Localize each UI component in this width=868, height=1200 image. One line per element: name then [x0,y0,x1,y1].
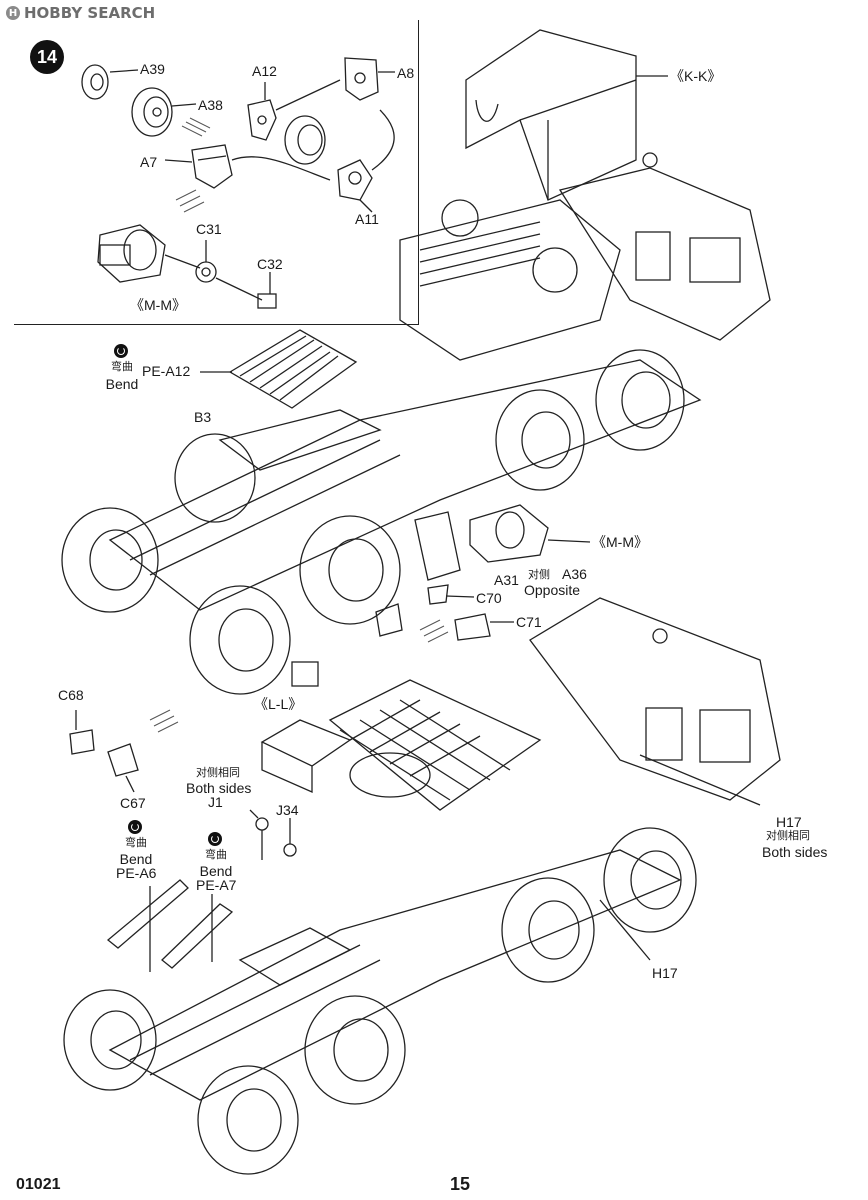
detail-view-title: 《M-M》 [130,297,186,313]
both-sides-en: Both sides [186,780,252,796]
ll-box-icon [260,719,352,793]
chassis-top-icon [108,359,702,611]
watermark: H HOBBY SEARCH [6,4,155,22]
cab-top-icon [558,152,771,341]
label-a39: A39 [140,61,165,77]
pe-a7-plate-icon [161,903,234,969]
part-a31-icon [414,511,461,581]
wheel-top-1-icon [61,507,159,613]
part-c67-icon [107,743,139,777]
label-c67: C67 [120,795,146,811]
label-c71: C71 [516,614,542,630]
label-mm-top: 《M-M》 [592,534,648,550]
step-number-badge: 14 [30,40,64,74]
h17-both-sides-cn: 对侧相同 [766,830,810,842]
part-bracket-icon [375,603,403,637]
label-c70: C70 [476,590,502,606]
label-a8: A8 [397,65,415,81]
wheel-bottom-1-icon [63,989,157,1091]
label-c32: C32 [257,256,283,272]
label-kk: 《K-K》 [670,68,722,84]
both-sides-cn: 对侧相同 [196,767,240,779]
label-h17-bottom: H17 [652,965,678,981]
part-a7-icon [191,144,233,189]
part-a38-icon [131,87,173,137]
wheel-top-3-icon [299,515,401,625]
product-code: 01021 [16,1176,61,1193]
bend-en-a6: Bend [119,851,153,867]
bend-icon [128,820,142,834]
part-j1-icon [255,817,269,860]
bend-cn-top: 弯曲 [111,361,133,373]
label-pe-a7: PE-A7 [196,877,237,893]
chassis-bottom-icon [108,849,682,1101]
engine-block-icon [399,199,621,361]
kk-canopy-icon [465,29,637,201]
label-c31: C31 [196,221,222,237]
label-c68: C68 [58,687,84,703]
opposite-cn: 对侧 [528,569,550,581]
label-a38: A38 [198,97,223,113]
part-box-icon [291,661,319,687]
label-h17-top: H17 [776,814,802,830]
label-a31: A31 [494,572,519,588]
pe-a12-grille-icon [228,329,358,409]
part-brake-assembly-icon [97,224,166,283]
bend-en-top: Bend [105,376,139,392]
page-number: 15 [450,1174,471,1194]
wheel-bottom-2-icon [197,1065,299,1175]
wheel-bottom-4-icon [501,877,595,983]
label-pe-a6: PE-A6 [116,865,157,881]
label-j34: J34 [276,802,299,818]
part-j34-icon [283,843,297,857]
opposite-en: Opposite [524,582,581,598]
wheel-top-6-icon [174,433,256,523]
bend-cn-a6: 弯曲 [125,837,147,849]
cab-bottom-icon [529,597,781,801]
label-ll: 《L-L》 [254,696,303,712]
part-a11-icon [337,159,373,201]
part-a39-icon [81,64,109,100]
bend-icon [208,832,222,846]
label-a11: A11 [355,211,379,227]
label-a12: A12 [252,63,277,79]
detail-panel-mm [14,20,419,325]
wheel-top-5-icon [595,349,685,451]
wheel-bottom-5-icon [603,827,697,933]
label-b3: B3 [194,409,212,425]
label-a7: A7 [140,154,158,170]
label-a36: A36 [562,566,587,582]
part-c71-icon [454,613,491,641]
h17-both-sides-en: Both sides [762,844,828,860]
bend-cn-a7: 弯曲 [205,849,227,861]
label-j1: J1 [208,794,223,810]
label-pe-a12: PE-A12 [142,363,191,379]
part-wheel-hub-icon [284,115,326,165]
part-a12-icon [247,99,277,141]
bend-en-a7: Bend [199,863,233,879]
part-c70-icon [427,584,449,605]
ll-deck-grille-icon [328,679,542,811]
part-c31-icon [195,261,217,283]
part-c68-icon [69,729,95,755]
watermark-logo-icon: H [6,6,20,20]
watermark-text: HOBBY SEARCH [24,4,156,22]
wheel-top-2-icon [189,585,291,695]
mm-brake-top-icon [469,504,549,563]
wheel-top-4-icon [495,389,585,491]
pe-a6-plate-icon [106,879,189,949]
part-c32-icon [257,293,277,309]
wheel-bottom-3-icon [304,995,406,1105]
bend-icon [114,344,128,358]
part-a8-icon [344,57,379,101]
